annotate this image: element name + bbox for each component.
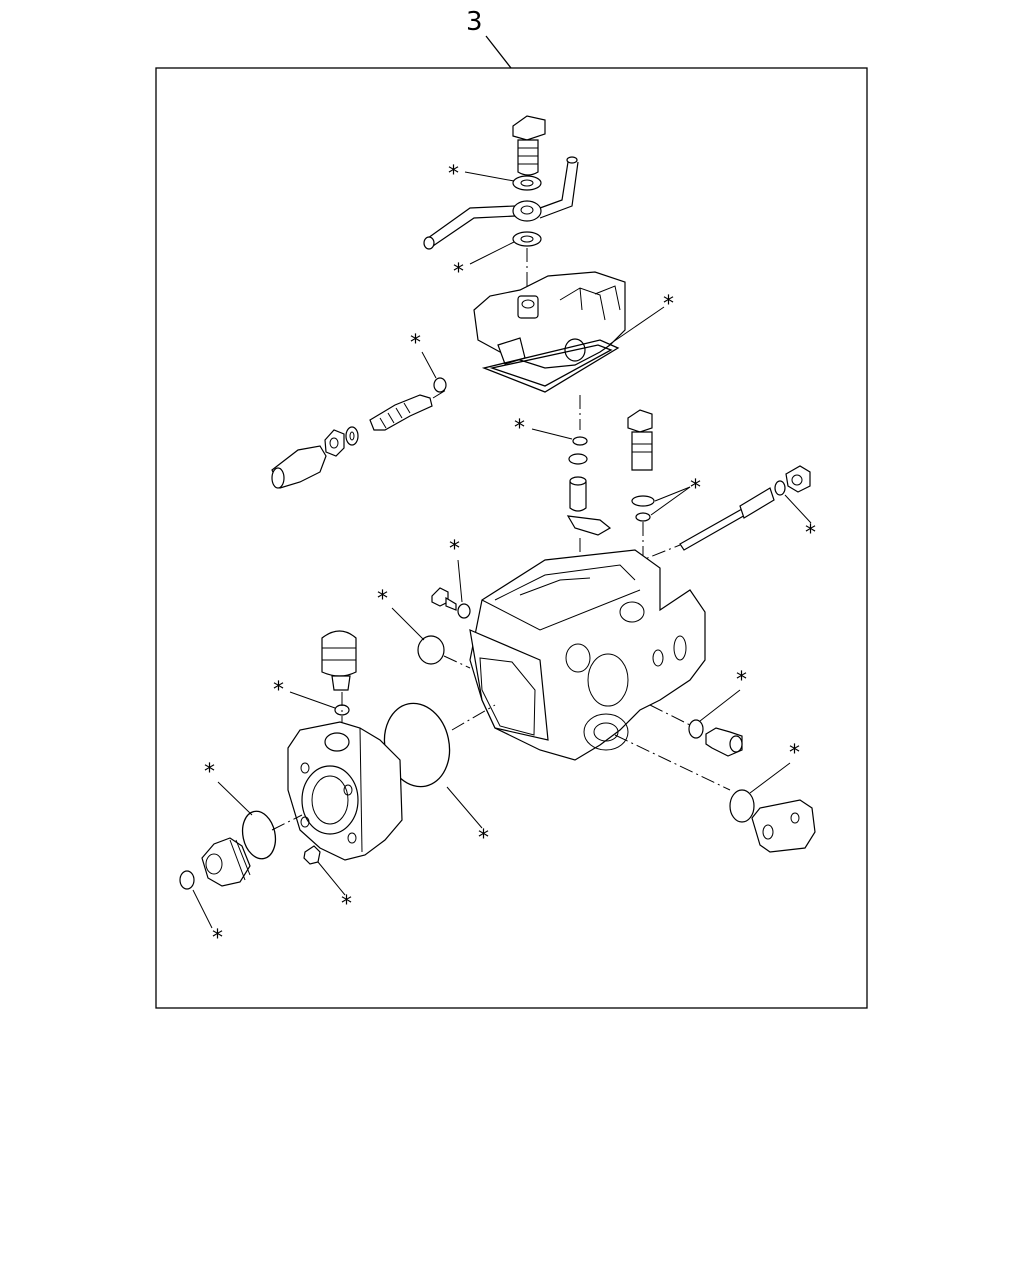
- marker-symbol: *: [690, 476, 701, 501]
- cap-nut-rod: [785, 465, 811, 493]
- o-ring-medium: [417, 635, 445, 665]
- gasket-upper: [512, 175, 542, 191]
- callout-number: 3: [466, 7, 483, 37]
- cap-nut-left: [271, 445, 327, 489]
- o-ring-rod: [774, 480, 786, 496]
- marker-2: *: [453, 241, 515, 285]
- marker-symbol: *: [663, 292, 674, 317]
- marker-symbol: *: [789, 741, 800, 766]
- marker-3: *: [609, 292, 674, 345]
- control-rod: [679, 487, 775, 551]
- cover-plate: [751, 799, 816, 853]
- marker-7: *: [784, 494, 816, 546]
- marker-15: *: [317, 861, 352, 917]
- marker-symbol: *: [448, 162, 459, 187]
- diagram-frame: [155, 67, 868, 1009]
- adjusting-screw: [369, 394, 433, 431]
- o-ring-right-lower: [688, 719, 704, 739]
- marker-10: *: [273, 678, 336, 709]
- marker-symbol: *: [449, 537, 460, 562]
- small-fitting: [303, 845, 321, 865]
- lock-nut-left: [324, 429, 345, 457]
- banjo-bolt: [512, 115, 546, 176]
- clip-center: [568, 453, 588, 465]
- marker-12: *: [749, 741, 800, 794]
- marker-13: *: [204, 760, 253, 816]
- washer-left: [345, 426, 359, 446]
- o-ring-bottom-right: [729, 789, 755, 823]
- o-ring-feed: [241, 810, 277, 860]
- marker-symbol: *: [204, 760, 215, 785]
- o-ring-center: [572, 436, 588, 446]
- marker-8: *: [449, 537, 463, 603]
- plug-right: [705, 727, 743, 757]
- cover-gasket: [481, 339, 620, 393]
- plug-feed: [201, 837, 251, 887]
- marker-14: *: [446, 786, 489, 851]
- washer-small: [457, 603, 471, 619]
- marker-1: *: [448, 162, 515, 187]
- washer-feed: [179, 870, 195, 890]
- fuel-pipe: [423, 156, 579, 250]
- governor-cover: [473, 271, 626, 369]
- gasket-lower: [512, 231, 542, 247]
- marker-symbol: *: [736, 668, 747, 693]
- marker-symbol: *: [377, 587, 388, 612]
- marker-symbol: *: [341, 892, 352, 917]
- callout-3: 3: [466, 7, 512, 69]
- callout-leader: [485, 35, 512, 69]
- marker-symbol: *: [478, 826, 489, 851]
- o-ring-right-b: [635, 512, 651, 522]
- marker-4: *: [410, 331, 437, 379]
- marker-symbol: *: [453, 260, 464, 285]
- marker-9: *: [377, 587, 425, 641]
- marker-6: *: [650, 476, 701, 516]
- valve-top-left: [321, 630, 357, 691]
- marker-symbol: *: [410, 331, 421, 356]
- marker-symbol: *: [805, 521, 816, 546]
- o-ring-right-a: [631, 495, 655, 507]
- marker-symbol: *: [273, 678, 284, 703]
- solenoid-valve: [627, 409, 653, 471]
- bolt-small: [431, 587, 457, 611]
- marker-5: *: [514, 416, 573, 441]
- marker-11: *: [699, 668, 747, 722]
- marker-symbol: *: [514, 416, 525, 441]
- pump-housing: [469, 549, 706, 761]
- marker-symbol: *: [212, 926, 223, 951]
- stop-lever-shaft: [566, 476, 612, 536]
- marker-16: *: [192, 889, 223, 951]
- feed-pump-body: [287, 721, 403, 861]
- o-ring-screw: [433, 377, 447, 393]
